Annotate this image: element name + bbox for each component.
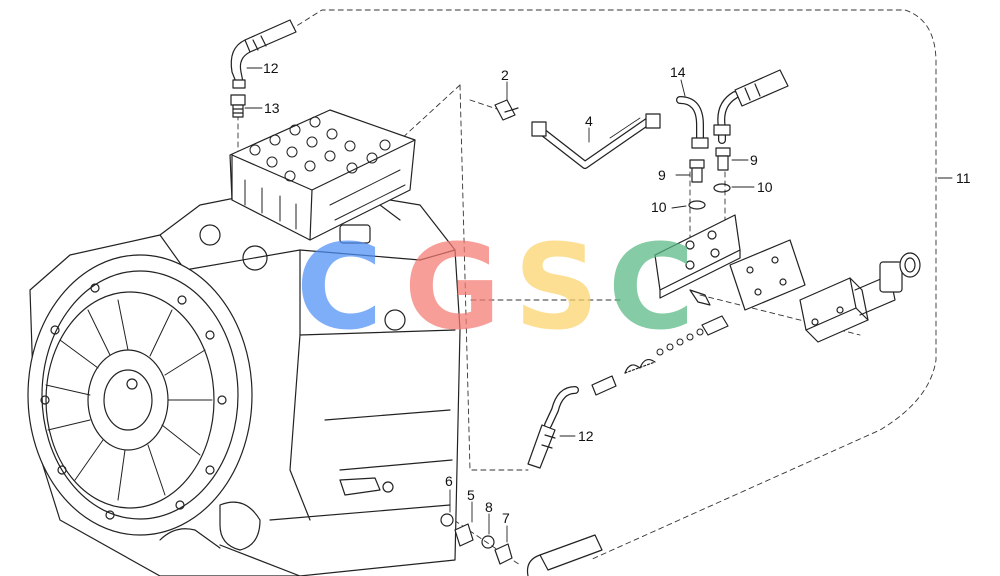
- hose-fitting-12-lower: [527, 386, 579, 469]
- watermark-letter-c1: C: [296, 218, 383, 356]
- watermark-letter-c2: C: [608, 218, 695, 356]
- solenoid-valve: [799, 252, 921, 343]
- callout-6: 6: [445, 473, 453, 489]
- leader-lines: [244, 67, 953, 543]
- callout-7: 7: [502, 510, 510, 526]
- callout-4: 4: [585, 113, 593, 129]
- washers-10: [688, 183, 731, 210]
- callout-12-top: 12: [263, 60, 279, 76]
- callout-8: 8: [485, 499, 493, 515]
- callout-10-right: 10: [757, 179, 773, 195]
- dashed-guide-lines: [237, 9, 937, 566]
- control-valve-block: [229, 109, 416, 241]
- watermark-letter-s: S: [514, 218, 599, 356]
- callout-13: 13: [264, 100, 280, 116]
- manifold-plate: [654, 214, 741, 306]
- callout-11: 11: [956, 170, 971, 186]
- callout-10-left: 10: [651, 199, 667, 215]
- fittings-9: [689, 147, 731, 183]
- callout-14: 14: [670, 64, 686, 80]
- hose-fitting-12-top: [230, 19, 297, 89]
- fitting-13: [230, 94, 246, 118]
- watermark-letter-g: G: [404, 218, 501, 356]
- callout-9-left: 9: [658, 167, 666, 183]
- fitting-2: [494, 99, 519, 121]
- bell-housing: [27, 254, 253, 536]
- callout-5: 5: [467, 487, 475, 503]
- bottom-fittings: [440, 513, 603, 576]
- callout-2: 2: [501, 67, 509, 83]
- spring-and-spool: [591, 315, 729, 396]
- callout-12-lower: 12: [578, 428, 594, 444]
- elbow-fittings-14: [676, 69, 789, 149]
- gasket: [729, 239, 806, 311]
- tube-4: [531, 113, 661, 169]
- callout-9-right: 9: [750, 152, 758, 168]
